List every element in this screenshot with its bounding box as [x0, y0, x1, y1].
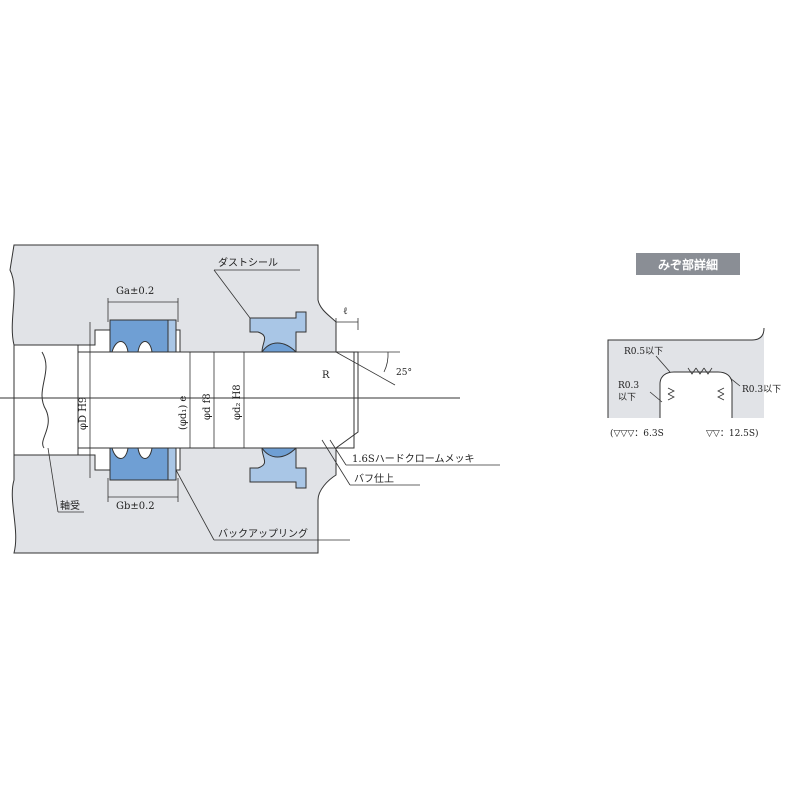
angle-label: 25°	[396, 368, 412, 378]
buff-label: バフ仕上	[354, 472, 394, 485]
ga-label: Ga±0.2	[116, 286, 154, 297]
phi-d-h9-label: φD H9	[78, 397, 89, 430]
finish-label-a: (▽▽▽：6.3S	[610, 428, 664, 439]
svg-text:みぞ部詳細: みぞ部詳細	[658, 257, 718, 272]
main-seal-top	[109, 319, 177, 353]
groove-detail-title: みぞ部詳細	[636, 253, 740, 275]
dust-seal-top	[249, 311, 307, 353]
shaft-break-line	[41, 351, 49, 449]
r03-left-label-1: R0.3	[618, 381, 639, 391]
dust-seal-bottom	[249, 447, 307, 489]
phi-d-f8-label: φd f8	[202, 393, 213, 420]
main-seal-bottom	[109, 447, 177, 481]
phi-d2-h8-label: φd₂ H8	[232, 384, 243, 420]
phi-d1-label: (φd₁) e	[178, 396, 189, 430]
gb-label: Gb±0.2	[116, 501, 155, 512]
hard-chrome-label: 1.6Sハードクロームメッキ	[352, 453, 474, 465]
r03-right-label: R0.3以下	[742, 385, 781, 395]
l-label: ℓ	[343, 306, 348, 317]
r05-label: R0.5以下	[624, 347, 663, 357]
backup-ring-label: バックアップリング	[218, 527, 308, 540]
bearing-label: 軸受	[60, 499, 80, 512]
dust-seal-label: ダストシール	[218, 256, 278, 269]
finish-label-b: ▽▽：12.5S)	[706, 428, 759, 439]
r-label: R	[322, 370, 330, 381]
groove-detail	[607, 327, 765, 418]
r03-left-label-2: 以下	[618, 393, 636, 403]
dimension-lines	[47, 269, 500, 541]
